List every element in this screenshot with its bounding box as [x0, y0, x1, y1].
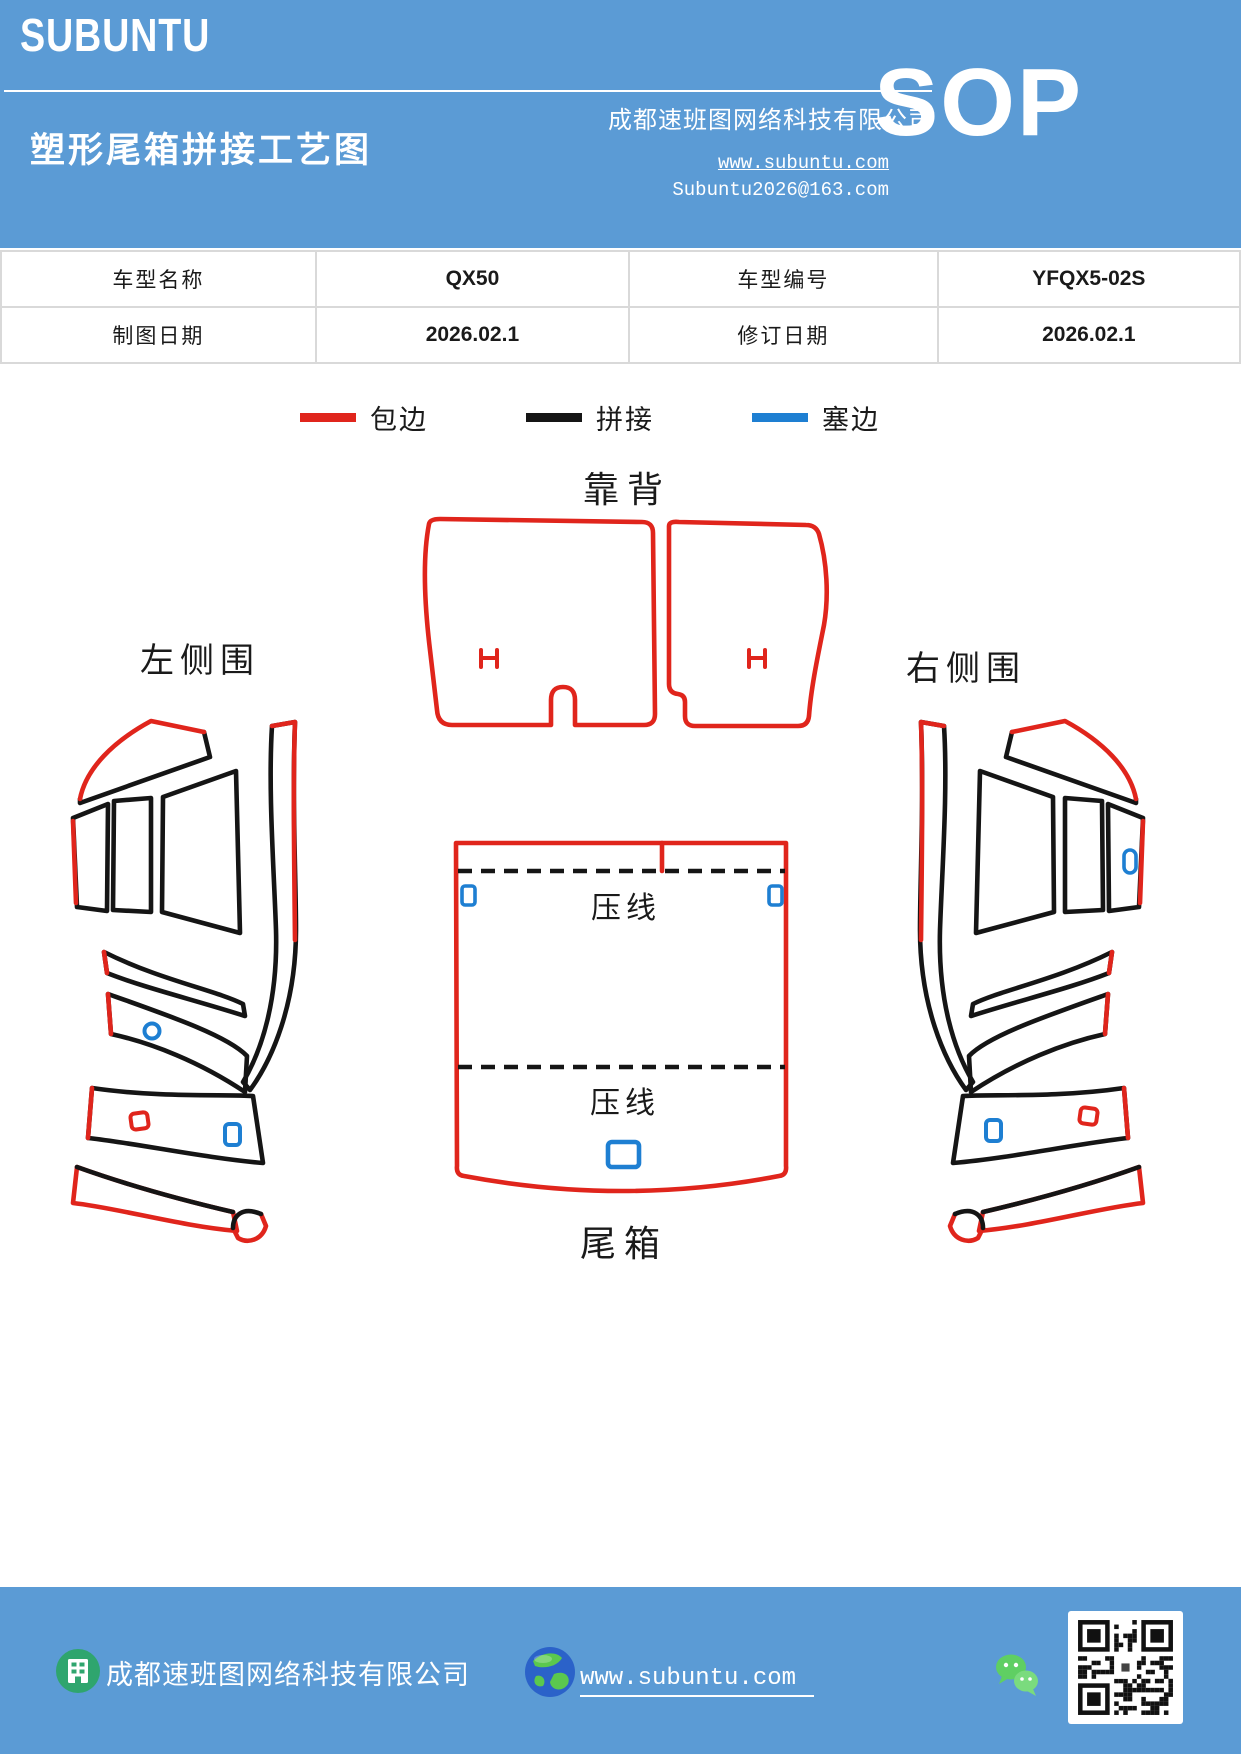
splice-line-swatch [526, 413, 582, 422]
legend-item-splice: 拼接 [526, 398, 654, 437]
crease-label-top: 压线 [591, 892, 661, 925]
backrest-label: 靠背 [583, 469, 671, 510]
binding-line-swatch [300, 413, 356, 422]
header-banner: SUBUNTU 塑形尾箱拼接工艺图 成都速班图网络科技有限公司 www.subu… [0, 0, 1241, 248]
model-name-label: 车型名称 [0, 250, 317, 308]
trunk-tuck-mark-right [767, 884, 784, 907]
trunk-tuck-mark-left [460, 884, 477, 907]
draw-date-value: 2026.02.1 [314, 306, 631, 364]
model-code-value: YFQX5-02S [936, 250, 1241, 308]
draw-date-label: 制图日期 [0, 306, 317, 364]
model-code-label: 车型编号 [628, 250, 939, 308]
revise-date-label: 修订日期 [628, 306, 939, 364]
backrest-right-panel [666, 519, 830, 729]
wechat-icon [996, 1654, 1038, 1696]
backrest-right-notch-mark [747, 648, 767, 669]
backrest-left-outline [422, 516, 658, 728]
table-row: 制图日期 2026.02.1 修订日期 2026.02.1 [0, 306, 1241, 364]
header-email: Subuntu2026@163.com [672, 179, 889, 201]
right-side-label: 右侧围 [906, 650, 1026, 688]
trunk-panel: 压线 压线 [453, 840, 789, 1194]
left-tuck-circle-mark [142, 1021, 162, 1041]
legend-label: 塞边 [822, 405, 880, 435]
legend-label: 拼接 [596, 405, 654, 435]
building-icon [56, 1649, 100, 1693]
footer-banner: 成都速班图网络科技有限公司 www.subuntu.com [0, 1587, 1241, 1754]
backrest-left-notch-mark [479, 648, 499, 669]
right-tuck-pill-mark [1122, 848, 1138, 875]
tuck-line-swatch [752, 413, 808, 422]
legend-label: 包边 [370, 405, 428, 435]
qr-code [1068, 1611, 1183, 1724]
qr-code-pattern [1078, 1620, 1173, 1715]
pattern-diagram: 靠背 左侧围 右侧围 尾箱 压线 压线 [0, 469, 1241, 1264]
left-tuck-rect-mark [223, 1122, 242, 1147]
trunk-outline [453, 840, 789, 1194]
right-binding-square-mark [1077, 1105, 1100, 1127]
header-website-link[interactable]: www.subuntu.com [717, 152, 889, 174]
backrest-right-outline [666, 519, 830, 729]
legend: 包边 拼接 塞边 [300, 398, 978, 437]
footer-website-link[interactable]: www.subuntu.com [580, 1665, 815, 1697]
logo-text: SUBUNTU [20, 9, 211, 61]
page-title: 塑形尾箱拼接工艺图 [30, 131, 373, 170]
backrest-left-panel [422, 516, 658, 728]
legend-item-binding: 包边 [300, 398, 428, 437]
left-binding-square-mark [128, 1110, 151, 1132]
right-side-cluster [920, 721, 1143, 1241]
right-tuck-rect-mark [984, 1118, 1003, 1143]
trunk-label: 尾箱 [580, 1223, 668, 1264]
footer-company-name: 成都速班图网络科技有限公司 [106, 1660, 470, 1691]
globe-icon [525, 1647, 575, 1697]
table-row: 车型名称 QX50 车型编号 YFQX5-02S [0, 250, 1241, 308]
header-company-name: 成都速班图网络科技有限公司 [608, 106, 933, 134]
trunk-handle-cutout [605, 1139, 642, 1170]
legend-item-tuck: 塞边 [752, 398, 880, 437]
left-side-cluster [73, 721, 296, 1241]
crease-label-bottom: 压线 [590, 1087, 660, 1120]
revise-date-value: 2026.02.1 [936, 306, 1241, 364]
left-side-label: 左侧围 [140, 642, 260, 680]
sop-badge: SOP [874, 49, 1083, 156]
vehicle-info-table: 车型名称 QX50 车型编号 YFQX5-02S 制图日期 2026.02.1 … [0, 250, 1241, 364]
model-name-value: QX50 [314, 250, 631, 308]
header-divider [4, 90, 932, 92]
